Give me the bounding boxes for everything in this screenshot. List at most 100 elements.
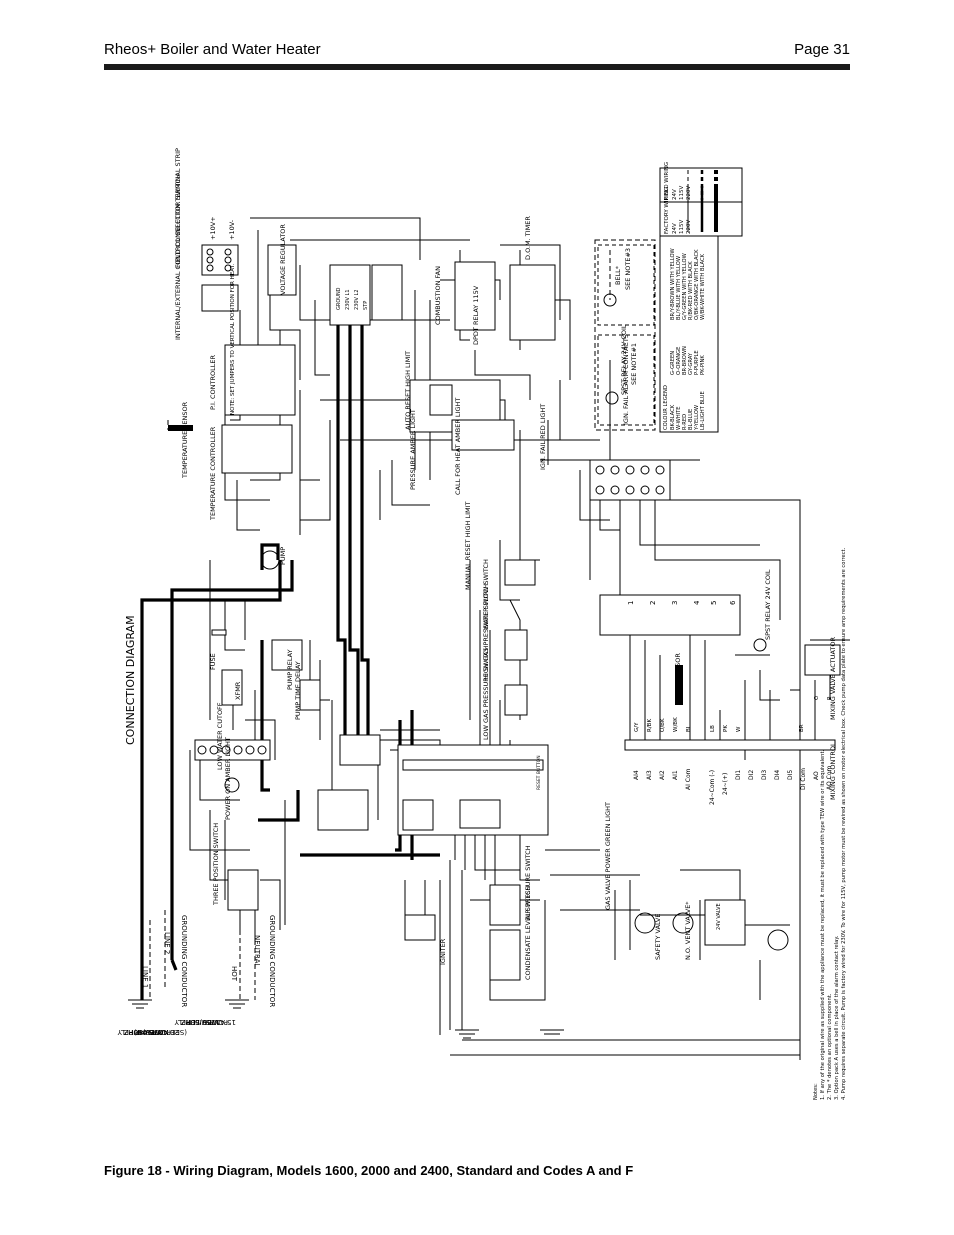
io-wire: O <box>814 695 820 700</box>
boiler-supply-line-2: POWER SUPPLY <box>174 1018 228 1026</box>
colour-combo: O/BK-ORANGE WITH BLACK <box>694 249 700 320</box>
vent-valve-label: N.O. VENT VALVE* <box>684 901 692 960</box>
field-row: 220V <box>686 186 692 200</box>
fan-term-0: GROUND <box>336 287 342 310</box>
factory-row: 24V <box>672 223 678 234</box>
xfmr-label: XFMR <box>234 681 242 700</box>
terminal-row-y <box>589 459 671 501</box>
notes-line: Notes: <box>813 1083 819 1100</box>
header-rule <box>104 64 850 70</box>
reset-button-label: RESET BUTTON <box>536 755 542 790</box>
fan-connector <box>371 264 403 321</box>
factory-wiring-title: FACTORY WIRING <box>664 187 670 234</box>
fuse-element <box>211 629 227 636</box>
io-wire: BL <box>686 724 692 732</box>
ground-symbol <box>455 1029 479 1039</box>
colour-legend-box <box>659 235 719 433</box>
pump-motor <box>260 550 280 570</box>
grounding2-label: GROUNDING CONDUCTOR <box>268 915 276 1007</box>
colour-item: GY-GRAY <box>688 352 694 375</box>
factory-row: 220V <box>686 220 692 234</box>
sensor-label: SENSOR <box>674 653 682 680</box>
notes: Notes: 1. If any of the original wire as… <box>813 547 847 1100</box>
bell-box <box>597 244 655 326</box>
component-labels: TEMPERATURE SENSOR TEMPERATURE CONTROLLE… <box>174 148 837 980</box>
colour-combo: R/BK-RED WITH BLACK <box>688 261 694 320</box>
xfmr-box <box>221 669 243 706</box>
boiler-supply-line-1: 115V/60HZ <box>180 1018 220 1026</box>
io-terminal: AI3 <box>646 770 653 780</box>
manual-reset-box <box>504 559 536 586</box>
io-terminal: DI4 <box>774 770 781 780</box>
air-pressure-label: AIR PRESSURE SWITCH <box>524 845 532 920</box>
numbered-terminal-block <box>599 594 741 636</box>
water-flow-label: WATER FLOW SWITCH <box>482 559 490 630</box>
fan-terminal-block <box>329 264 371 326</box>
component-boxes <box>128 167 841 1039</box>
terminal-number: 2 <box>649 601 657 605</box>
manual-reset-label: MANUAL RESET HIGH LIMIT <box>464 501 472 590</box>
neutral-label: NEUTRAL <box>253 935 261 967</box>
colour-item: O-ORANGE <box>676 347 682 375</box>
pi-controller-label: P.I. CONTROLLER <box>209 355 217 410</box>
combustion-fan-label: COMBUSTION FAN <box>434 266 442 325</box>
notes-line: 3. Option pack A uses a bell in place of… <box>834 935 840 1100</box>
low-water-cutoff <box>194 739 271 761</box>
light-terminals <box>451 419 515 451</box>
dpdt-relay <box>454 261 496 331</box>
wiring-legend: FACTORY WIRING 24V 115V 220V FIELD WIRIN… <box>664 162 692 234</box>
line1-label: LINE 1 <box>141 966 149 988</box>
terminal-number: 1 <box>627 601 635 605</box>
strip-terminal-0: +10V+ <box>209 216 217 240</box>
pump-supply-line-0: PUMP <box>135 1028 155 1036</box>
strip-terminal-1: +10V- <box>228 219 236 240</box>
terminal-number: 5 <box>710 601 718 605</box>
io-wire: BR <box>799 724 805 732</box>
pump-supply-line-2: POWER SUPPLY <box>117 1028 171 1036</box>
colour-combo: G/Y-GREEN WITH YELLOW <box>682 253 688 320</box>
temp-controller-label: TEMPERATURE CONTROLLER <box>209 426 217 521</box>
pi-controller <box>224 344 296 416</box>
mixing-control-label: MIXING CONTROL <box>829 742 837 800</box>
pump-relay-label: PUMP RELAY <box>286 649 294 690</box>
spst-relay-24v-label: SPST RELAY 24V COIL <box>764 569 772 640</box>
igniter-label: IGNITER <box>439 938 447 965</box>
high-gas-label: HIGH GAS PRESSURE SWITCH <box>482 584 490 680</box>
io-terminal: AI4 <box>633 770 640 780</box>
terminal-number: 4 <box>693 600 701 605</box>
spst-relay-top-label: SPST RELAY 24V COIL <box>620 324 628 395</box>
call-for-heat-label: CALL FOR HEAT AMBER LIGHT <box>454 398 462 495</box>
io-wire: W <box>736 726 742 732</box>
pi-note-label: NOTE: SET JUMPERS TO VERTICAL POSITION F… <box>230 264 236 415</box>
io-terminal: AO <box>813 771 820 780</box>
dom-timer <box>509 264 556 341</box>
io-terminal: AO Com <box>826 766 833 790</box>
io-terminal: 24~Com (-) <box>709 770 716 805</box>
pump-supply-line-1: 230V/60HZ <box>123 1028 163 1036</box>
lwc-label: LOW WATER CUTOFF <box>216 702 224 770</box>
boiler-supply-line-3: 15 AMPS <box>205 1018 236 1026</box>
control-selector-switch <box>201 284 239 312</box>
condensate-label: CONDENSATE LEVEL SWITCH <box>524 886 532 980</box>
colour-combo: BL/Y-BLUE WITH YELLOW <box>676 256 682 320</box>
fan-term-3: STP <box>363 301 369 310</box>
mixing-valve-actuator <box>804 644 841 676</box>
colour-item: R-RED <box>682 414 688 430</box>
boiler-supply-line-0: BOILER <box>186 1018 212 1026</box>
terminal-number: 6 <box>729 600 737 605</box>
temperature-sensor-probe <box>168 425 193 431</box>
pump-label: PUMP <box>279 547 287 565</box>
field-strip-label: FIELD CONNECTION TERMINAL STRIP <box>174 148 182 268</box>
figure-caption: Figure 18 - Wiring Diagram, Models 1600,… <box>104 1163 634 1178</box>
colour-item: BK-BLACK <box>670 404 676 430</box>
io-terminal: 24~(+) <box>722 773 729 795</box>
see-note1-label: SEE NOTE#1 <box>630 343 638 385</box>
io-terminal: AI2 <box>659 770 666 780</box>
io-wire: LB <box>710 725 716 732</box>
line2-label: LINE 2 <box>163 932 171 954</box>
io-wire: O/BK <box>660 718 666 732</box>
auto-reset-label: AUTO RESET HIGH LIMIT <box>404 351 412 430</box>
colour-item: PK-PINK <box>700 355 706 375</box>
field-row: 115V <box>679 186 685 200</box>
